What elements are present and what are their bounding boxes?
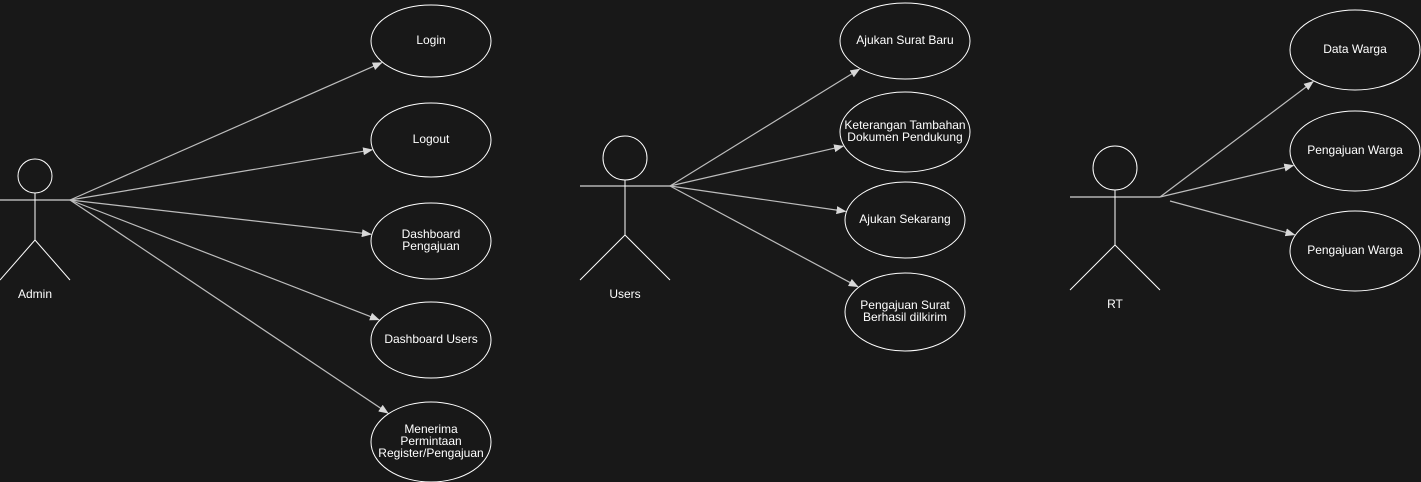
use-case-label: Login bbox=[416, 33, 445, 47]
association-admin-dashboard-pengajuan bbox=[69, 199, 372, 238]
association-users-pengajuan-surat-berhasil bbox=[669, 185, 859, 288]
actor-label: RT bbox=[1107, 297, 1123, 311]
use-case-label: Register/Pengajuan bbox=[378, 446, 483, 460]
use-case-ellipse bbox=[844, 272, 966, 352]
use-case-label: Ajukan Surat Baru bbox=[856, 33, 953, 47]
association-rt-pengajuan-warga-2 bbox=[1169, 200, 1296, 237]
use-case-label: Dokumen Pendukung bbox=[847, 130, 962, 144]
actor-head bbox=[1092, 145, 1138, 191]
use-case-login: Login bbox=[370, 4, 492, 78]
association-rt-data-warga bbox=[1159, 80, 1314, 198]
use-case-label: Dashboard Users bbox=[384, 332, 477, 346]
actor-head bbox=[17, 158, 53, 194]
association-lines bbox=[69, 62, 1314, 414]
use-case-ellipse bbox=[370, 301, 492, 379]
use-case-label: Ajukan Sekarang bbox=[859, 212, 950, 226]
use-case-ellipse bbox=[844, 181, 966, 259]
actor-left-leg bbox=[1069, 244, 1116, 291]
association-admin-login bbox=[69, 62, 383, 201]
use-case-ajukan-surat-baru: Ajukan Surat Baru bbox=[839, 2, 971, 80]
use-case-data-warga: Data Warga bbox=[1289, 9, 1421, 91]
use-case-ellipse bbox=[370, 102, 492, 178]
actor-right-leg bbox=[34, 239, 71, 281]
use-case-dashboard-users: Dashboard Users bbox=[370, 301, 492, 379]
use-case-ellipse bbox=[370, 202, 492, 280]
use-case-pengajuan-warga-2: Pengajuan Warga bbox=[1289, 210, 1421, 292]
actor-left-leg bbox=[0, 239, 36, 281]
association-users-ajukan-sekarang bbox=[669, 185, 847, 215]
use-case-pengajuan-warga-1: Pengajuan Warga bbox=[1289, 110, 1421, 192]
use-case-ellipse bbox=[370, 401, 492, 482]
use-case-label: Logout bbox=[413, 132, 450, 146]
use-case-ellipse bbox=[1289, 110, 1421, 192]
use-case-label: Dashboard bbox=[402, 227, 461, 241]
use-case-logout: Logout bbox=[370, 102, 492, 178]
actor-rt: RT bbox=[1069, 145, 1161, 311]
use-case-ajukan-sekarang: Ajukan Sekarang bbox=[844, 181, 966, 259]
association-admin-dashboard-users bbox=[69, 199, 380, 321]
use-case-label: Data Warga bbox=[1323, 42, 1387, 56]
use-case-label: Permintaan bbox=[400, 434, 461, 448]
use-case-label: Pengajuan bbox=[402, 239, 459, 253]
use-case-label: Menerima bbox=[404, 422, 458, 436]
actor-right-leg bbox=[1114, 244, 1161, 291]
use-case-label: Pengajuan Surat bbox=[860, 298, 950, 312]
actor-label: Admin bbox=[18, 287, 52, 301]
use-case-ellipse bbox=[1289, 210, 1421, 292]
association-admin-menerima-permintaan bbox=[69, 199, 389, 414]
association-rt-pengajuan-warga-1 bbox=[1159, 163, 1295, 198]
association-users-ajukan-surat-baru bbox=[669, 68, 861, 187]
actor-left-leg bbox=[579, 234, 626, 281]
use-case-ellipse bbox=[839, 91, 971, 173]
actor-right-leg bbox=[624, 234, 671, 281]
actor-head bbox=[602, 135, 648, 181]
association-users-keterangan-tambahan bbox=[669, 144, 845, 187]
association-admin-logout bbox=[69, 147, 374, 201]
use-case-ellipse bbox=[370, 4, 492, 78]
actor-users: Users bbox=[579, 135, 671, 301]
use-case-ellipse bbox=[839, 2, 971, 80]
actor-label: Users bbox=[609, 287, 640, 301]
use-case-label: Pengajuan Warga bbox=[1307, 243, 1403, 257]
use-case-ellipse bbox=[1289, 9, 1421, 91]
use-case-label: Berhasil dilkirim bbox=[863, 310, 947, 324]
use-case-label: Keterangan Tambahan bbox=[844, 118, 965, 132]
use-case-label: Pengajuan Warga bbox=[1307, 143, 1403, 157]
actor-admin: Admin bbox=[0, 158, 71, 301]
